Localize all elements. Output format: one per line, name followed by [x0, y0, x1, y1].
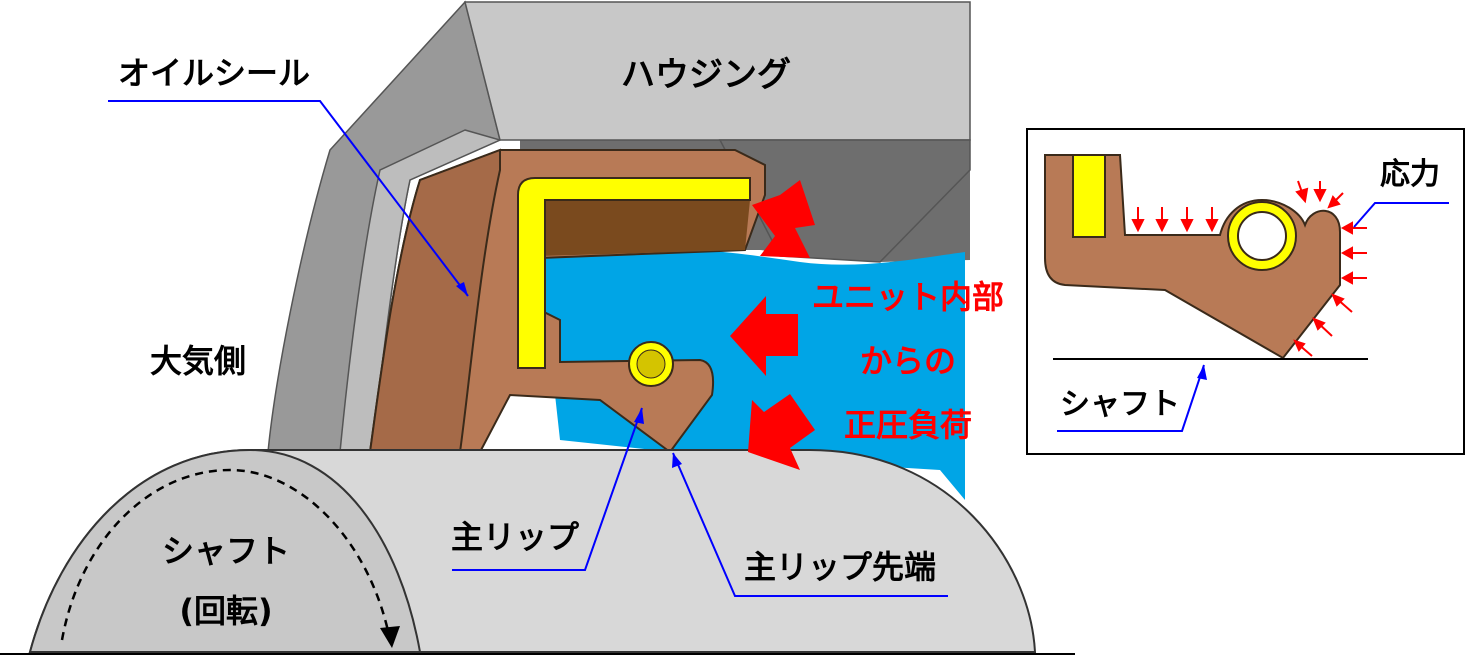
load-arrow-top	[752, 180, 815, 258]
inset-metal-ring	[1072, 154, 1106, 238]
inset-stress-leader	[1353, 202, 1449, 228]
inset-garter-spring-core	[1237, 211, 1287, 261]
inset-shaft-label: シャフト	[1060, 387, 1180, 422]
oil-seal-label: オイルシール	[118, 54, 310, 92]
load-arrow-bottom	[748, 394, 815, 470]
oil-seal-leader	[108, 100, 469, 297]
garter-spring-core	[636, 349, 666, 379]
load-label-line2: からの	[860, 342, 956, 380]
inset-shaft-leader-head	[1197, 365, 1207, 380]
stress-arrows	[1131, 180, 1367, 357]
atmosphere-side-label: 大気側	[150, 342, 246, 380]
shaft-label-line2: (回転)	[179, 592, 272, 630]
shaft-end-face	[28, 448, 422, 653]
main-lip-label: 主リップ	[451, 518, 580, 556]
main-lip-tip-label: 主リップ先端	[744, 548, 936, 586]
housing-label: ハウジング	[621, 55, 791, 95]
oil-seal-inner	[540, 200, 750, 256]
rotation-arrowhead	[380, 626, 400, 648]
inset-shaft-leader	[1057, 364, 1205, 432]
load-arrow-middle	[730, 296, 798, 376]
shaft-label-line1: シャフト	[162, 532, 290, 570]
main-lip-leader	[452, 407, 643, 571]
fluid-region	[540, 248, 965, 500]
inset-stress-label: 応力	[1380, 157, 1440, 192]
oil-seal-leader-head	[456, 282, 468, 296]
load-label-line1: ユニット内部	[812, 278, 1004, 316]
main-lip-tip-leader	[672, 452, 948, 597]
metal-reinforcing-ring	[517, 177, 751, 369]
load-label-line3: 正圧負荷	[844, 406, 972, 444]
main-lip-leader-head	[634, 408, 644, 424]
main-lip-tip-leader-head	[672, 453, 682, 468]
rotation-arrow	[60, 468, 392, 641]
